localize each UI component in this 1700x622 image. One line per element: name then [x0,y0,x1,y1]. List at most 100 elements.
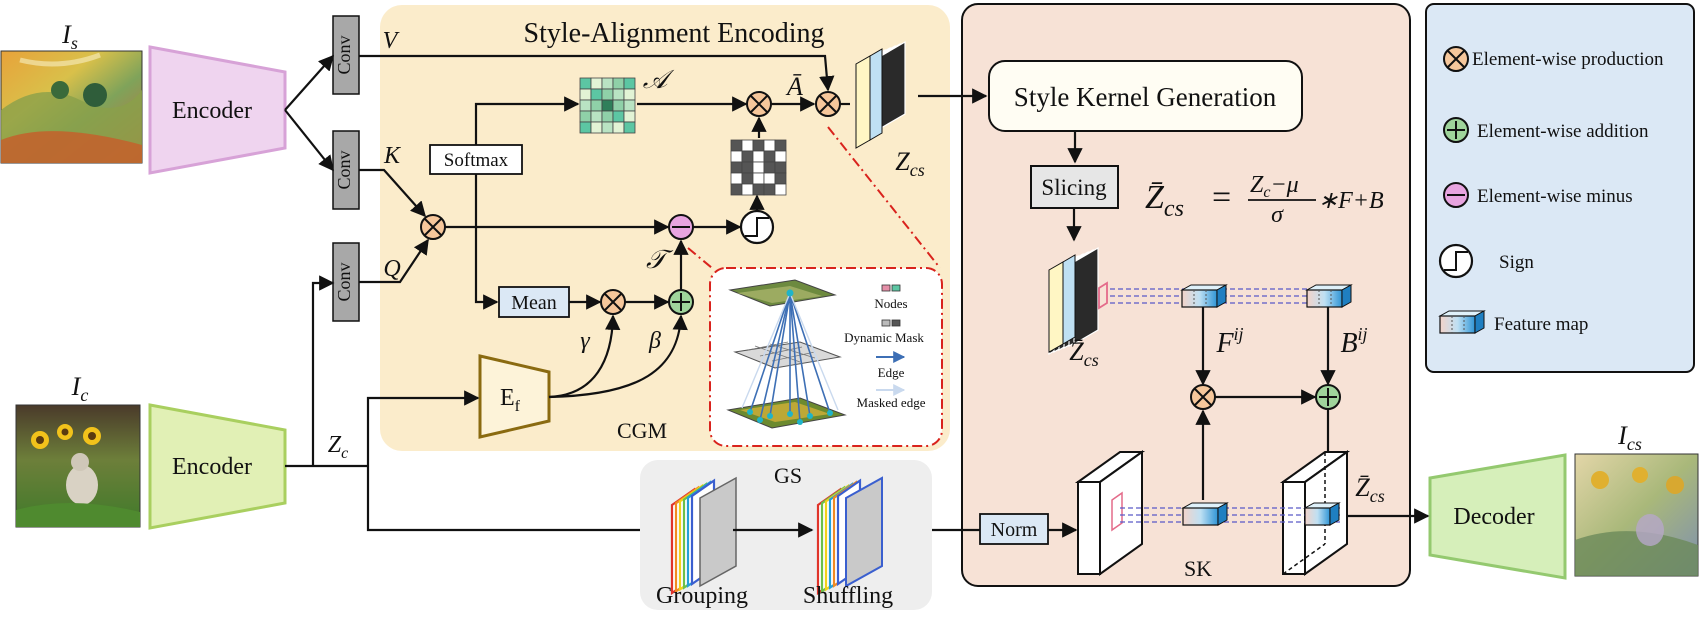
slicing-guide-lines [1110,288,1345,304]
decoder-block [1428,453,1567,580]
inset-legend-masked-edge: Masked edge [857,395,926,410]
input-patch-feature-map [1181,502,1229,526]
mean-block [498,286,570,318]
slicing-label: Slicing [1041,175,1107,200]
mask-cell [741,183,754,196]
mask-cell [774,172,787,185]
decoder-label: Decoder [1453,504,1534,530]
edge-k-multiply [359,168,427,218]
attention-cell [601,77,614,90]
slicing-block [1030,165,1119,209]
symbol-gamma: γ [580,328,590,354]
symbol-a-bar: Ā [785,72,803,101]
attention-cell [579,99,592,112]
mask-cell [730,161,743,174]
ef-block [478,354,551,439]
style-kernel-generation-block [988,60,1303,132]
feature-slab-front [699,476,737,588]
mask-cell [741,139,754,152]
edge-v-multiply [359,54,835,92]
legend-label-addition: Element-wise addition [1477,121,1649,142]
output-image [1574,453,1699,577]
attention-cell [590,110,603,123]
attention-cell [590,121,603,134]
shuffling-label: Shuffling [803,583,893,609]
inset-legend-mask-icon [881,319,901,327]
attention-cell [601,121,614,134]
edge-encoder-conv-v [284,54,335,111]
attention-cell [590,77,603,90]
minus-node [668,214,694,240]
shuffling-stack [816,476,883,596]
mask-cell [774,150,787,163]
legend-label-minus: Element-wise minus [1477,186,1633,207]
inset-legend-nodes: Nodes [874,296,907,311]
cgm-label: CGM [617,418,667,443]
multiply-value-node [815,91,841,117]
content-image [15,404,141,528]
edge-zc-gs [366,466,640,532]
symbol-k: K [383,143,402,169]
feature-slab-front [869,48,883,141]
edge-ef-gamma [548,314,621,399]
feature-slab-front [845,476,883,588]
style-encoder-block [148,45,287,175]
symbol-zcs-bar-output: Z̄cs [1355,473,1384,506]
attention-cell [612,77,625,90]
zcs-bar-stack [1048,246,1108,356]
mask-cell [774,139,787,152]
mask-cell [752,172,765,185]
attention-cell [579,77,592,90]
mask-cell [752,150,765,163]
mask-cell [752,161,765,174]
symbol-fij: Fij [1215,324,1243,359]
mask-cell [752,183,765,196]
feature-slab-front [1048,261,1064,353]
edge-encoder-conv-k [284,109,334,172]
inset-legend-dynamic-mask: Dynamic Mask [844,330,924,345]
inset-callout-left [687,247,713,269]
mask-cell [774,183,787,196]
edge-softmax-mean [474,174,499,310]
softmax-label: Softmax [444,150,509,171]
legend-otimes-icon [1443,46,1469,72]
attention-cell [590,99,603,112]
svg-text:Conv: Conv [334,35,354,74]
mask-cell [763,172,776,185]
symbol-zc: Zc [328,432,348,462]
slice-patch [1098,281,1108,310]
sk-input-cube [1074,450,1146,576]
svg-text:Z̄cs: Z̄cs [1145,179,1184,222]
attention-cell [601,110,614,123]
f-kernel-feature-map [1180,284,1228,308]
attention-matrix [579,77,636,134]
mask-cell [763,139,776,152]
dynamic-mask-matrix [730,139,787,196]
conv-v-block: Conv [332,15,360,95]
legend-panel [1425,3,1695,373]
mean-label: Mean [511,292,557,314]
ef-label: Ef [500,385,521,415]
style-encoder-label: Encoder [172,98,252,124]
attention-cell [623,121,636,134]
multiply-mask-node [746,91,772,117]
grouping-stack [670,476,737,596]
edge-zc-conv-q [311,275,335,466]
attention-cell [579,121,592,134]
content-encoder-label: Encoder [172,454,252,480]
multiply-gamma-node [600,289,626,315]
symbol-bij: Bij [1340,324,1367,359]
attention-cell [579,110,592,123]
attention-cell [601,99,614,112]
feature-slab-front [1062,254,1076,345]
sign-node [739,209,775,245]
mask-cell [741,161,754,174]
attention-cell [590,88,603,101]
legend-oplus-icon [1443,117,1469,143]
attention-cell [623,77,636,90]
mask-cell [752,139,765,152]
svg-text:∗F+B: ∗F+B [1318,188,1384,214]
attention-cell [612,121,625,134]
style-image [0,50,143,164]
